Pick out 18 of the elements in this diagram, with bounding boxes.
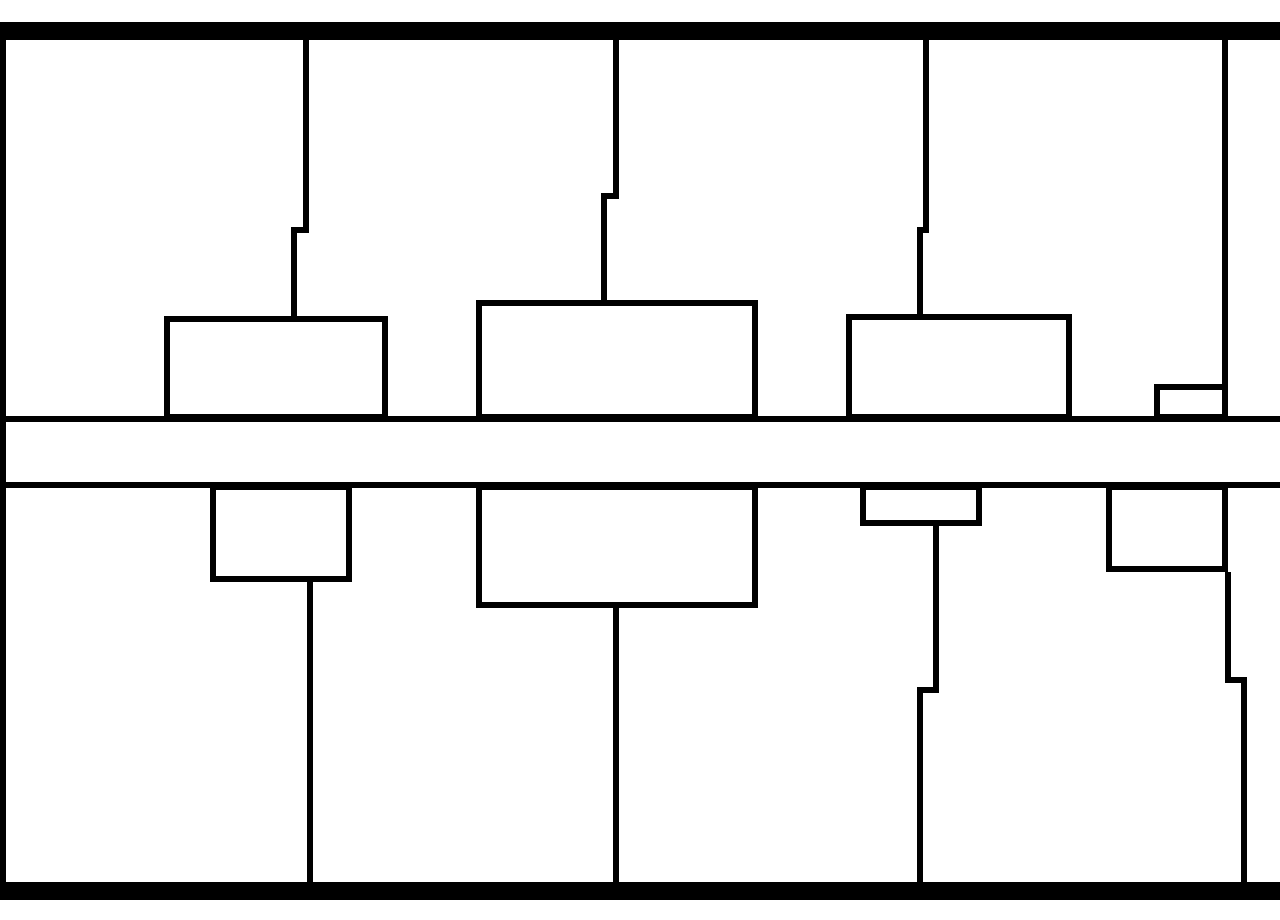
wall-bar <box>0 882 1280 900</box>
rectangle-block <box>1154 384 1228 420</box>
connector-line <box>917 526 939 882</box>
rectangle-block <box>1106 484 1228 572</box>
connector-line <box>613 608 619 882</box>
rectangle-block <box>164 316 388 420</box>
rectangle-block <box>846 314 1072 420</box>
connector-line <box>601 40 619 300</box>
rectangle-block <box>476 484 758 608</box>
rectangle-block <box>210 484 352 582</box>
rectangle-block <box>860 484 982 526</box>
connector-line <box>1222 40 1228 384</box>
connector-line <box>291 40 309 316</box>
rectangle-block <box>476 300 758 420</box>
connector-line <box>1225 572 1247 882</box>
wall-bar <box>0 22 1280 40</box>
connector-line <box>307 582 313 882</box>
connector-line <box>917 40 929 314</box>
